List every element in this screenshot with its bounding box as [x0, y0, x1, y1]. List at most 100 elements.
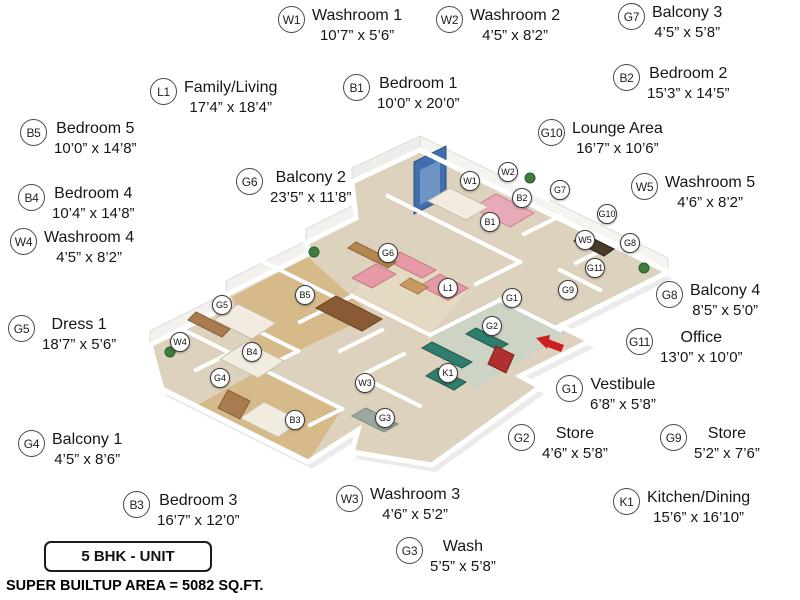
room-name: Washroom 4 [44, 229, 135, 246]
plan-marker-g9: G9 [558, 280, 578, 300]
room-label-b1: B1 Bedroom 1 10’0” x 20’0” [343, 74, 460, 114]
room-dims: 6’8” x 5’8” [590, 396, 656, 413]
room-dims: 4’5” x 8’2” [482, 27, 548, 44]
room-dims: 4’6” x 5’8” [542, 445, 608, 462]
room-name: Balcony 3 [652, 4, 723, 21]
room-label-b4: B4 Bedroom 4 10’4” x 14’8” [18, 184, 135, 224]
room-name: Dress 1 [51, 316, 107, 333]
plan-marker-k1: K1 [438, 363, 458, 383]
room-name: Washroom 5 [665, 174, 756, 191]
plan-marker-w2: W2 [498, 162, 518, 182]
room-code-badge: G11 [626, 328, 653, 355]
room-label-g11: G11 Office 13’0” x 10’0” [626, 328, 743, 368]
room-dims: 23’5” x 11’8” [270, 189, 352, 206]
room-code-badge: G9 [660, 424, 687, 451]
room-label-g2: G2 Store 4’6” x 5’8” [508, 424, 608, 464]
entrance-arrow-icon [536, 335, 564, 352]
plan-marker-w5: W5 [575, 230, 595, 250]
room-dims: 17’4” x 18’4” [189, 99, 272, 116]
room-code-badge: G6 [236, 168, 263, 195]
plan-marker-b1: B1 [480, 212, 500, 232]
plan-marker-w1: W1 [460, 171, 480, 191]
floor-bedrooms-left [232, 257, 372, 368]
plan-marker-w4: W4 [170, 332, 190, 352]
plan-marker-b4: B4 [242, 342, 262, 362]
room-code-badge: G2 [508, 424, 535, 451]
room-name: Washroom 2 [470, 7, 561, 24]
room-code-badge: B3 [123, 491, 150, 518]
plan-marker-g5: G5 [212, 295, 232, 315]
room-name: Store [555, 425, 595, 442]
room-code-badge: K1 [613, 488, 640, 515]
plan-marker-g10: G10 [597, 204, 617, 224]
room-code-badge: L1 [150, 78, 177, 105]
plan-marker-g7: G7 [550, 180, 570, 200]
room-dims: 4’6” x 5’2” [382, 506, 448, 523]
room-code-badge: G8 [656, 281, 683, 308]
room-code-badge: G4 [18, 430, 45, 457]
room-name: Lounge Area [572, 120, 663, 137]
room-name: Bedroom 4 [54, 185, 133, 202]
room-dims: 16’7” x 10’6” [576, 140, 659, 157]
room-dims: 5’2” x 7’6” [694, 445, 760, 462]
plan-marker-g6: G6 [378, 243, 398, 263]
room-label-g8: G8 Balcony 4 8’5” x 5’0” [656, 281, 760, 321]
plan-marker-g2: G2 [482, 316, 502, 336]
room-dims: 16’7” x 12’0” [157, 512, 240, 529]
unit-type-box: 5 BHK - UNIT [44, 541, 212, 572]
plan-marker-b3: B3 [285, 410, 305, 430]
room-name: Store [707, 425, 747, 442]
room-dims: 4’5” x 8’6” [54, 451, 121, 468]
room-code-badge: G3 [396, 537, 423, 564]
super-builtup-area-text: SUPER BUILTUP AREA = 5082 SQ.FT. [6, 578, 264, 594]
room-name: Bedroom 1 [379, 75, 458, 92]
plan-marker-g11: G11 [585, 258, 605, 278]
room-dims: 10’0” x 20’0” [377, 95, 460, 112]
room-name: Washroom 3 [370, 486, 461, 503]
room-name: Balcony 1 [52, 431, 123, 448]
room-dims: 5’5” x 5’8” [430, 558, 496, 575]
room-code-badge: B1 [343, 74, 370, 101]
room-dims: 10’0” x 14’8” [54, 140, 137, 157]
room-label-g1: G1 Vestibule 6’8” x 5’8” [556, 375, 656, 415]
room-code-badge: W1 [278, 6, 305, 33]
room-code-badge: W5 [631, 173, 658, 200]
room-dims: 10’7” x 5’6” [319, 27, 395, 44]
room-code-badge: G7 [618, 3, 645, 30]
room-dims: 18’7” x 5’6” [42, 336, 117, 353]
plan-marker-w3: W3 [355, 373, 375, 393]
room-label-b3: B3 Bedroom 3 16’7” x 12’0” [123, 491, 240, 531]
room-label-g5: G5 Dress 1 18’7” x 5’6” [8, 315, 116, 355]
perimeter-wall [147, 147, 674, 468]
room-dims: 13’0” x 10’0” [660, 349, 743, 366]
plan-marker-g1: G1 [502, 288, 522, 308]
room-label-g4: G4 Balcony 1 4’5” x 8’6” [18, 430, 122, 470]
room-code-badge: W4 [10, 228, 37, 255]
room-name: Vestibule [590, 376, 656, 393]
room-name: Bedroom 2 [649, 65, 728, 82]
room-name: Office [680, 329, 723, 346]
room-dims: 8’5” x 5’0” [692, 302, 759, 319]
plan-marker-g8: G8 [620, 233, 640, 253]
room-dims: 10’4” x 14’8” [52, 205, 135, 222]
room-name: Bedroom 3 [159, 492, 238, 509]
room-dims: 15’3” x 14’5” [647, 85, 730, 102]
room-name: Balcony 4 [690, 282, 761, 299]
room-label-g9: G9 Store 5’2” x 7’6” [660, 424, 760, 464]
plan-marker-g3: G3 [375, 408, 395, 428]
room-code-badge: B4 [18, 184, 45, 211]
room-code-badge: W2 [436, 6, 463, 33]
room-code-badge: G5 [8, 315, 35, 342]
room-code-badge: G1 [556, 375, 583, 402]
